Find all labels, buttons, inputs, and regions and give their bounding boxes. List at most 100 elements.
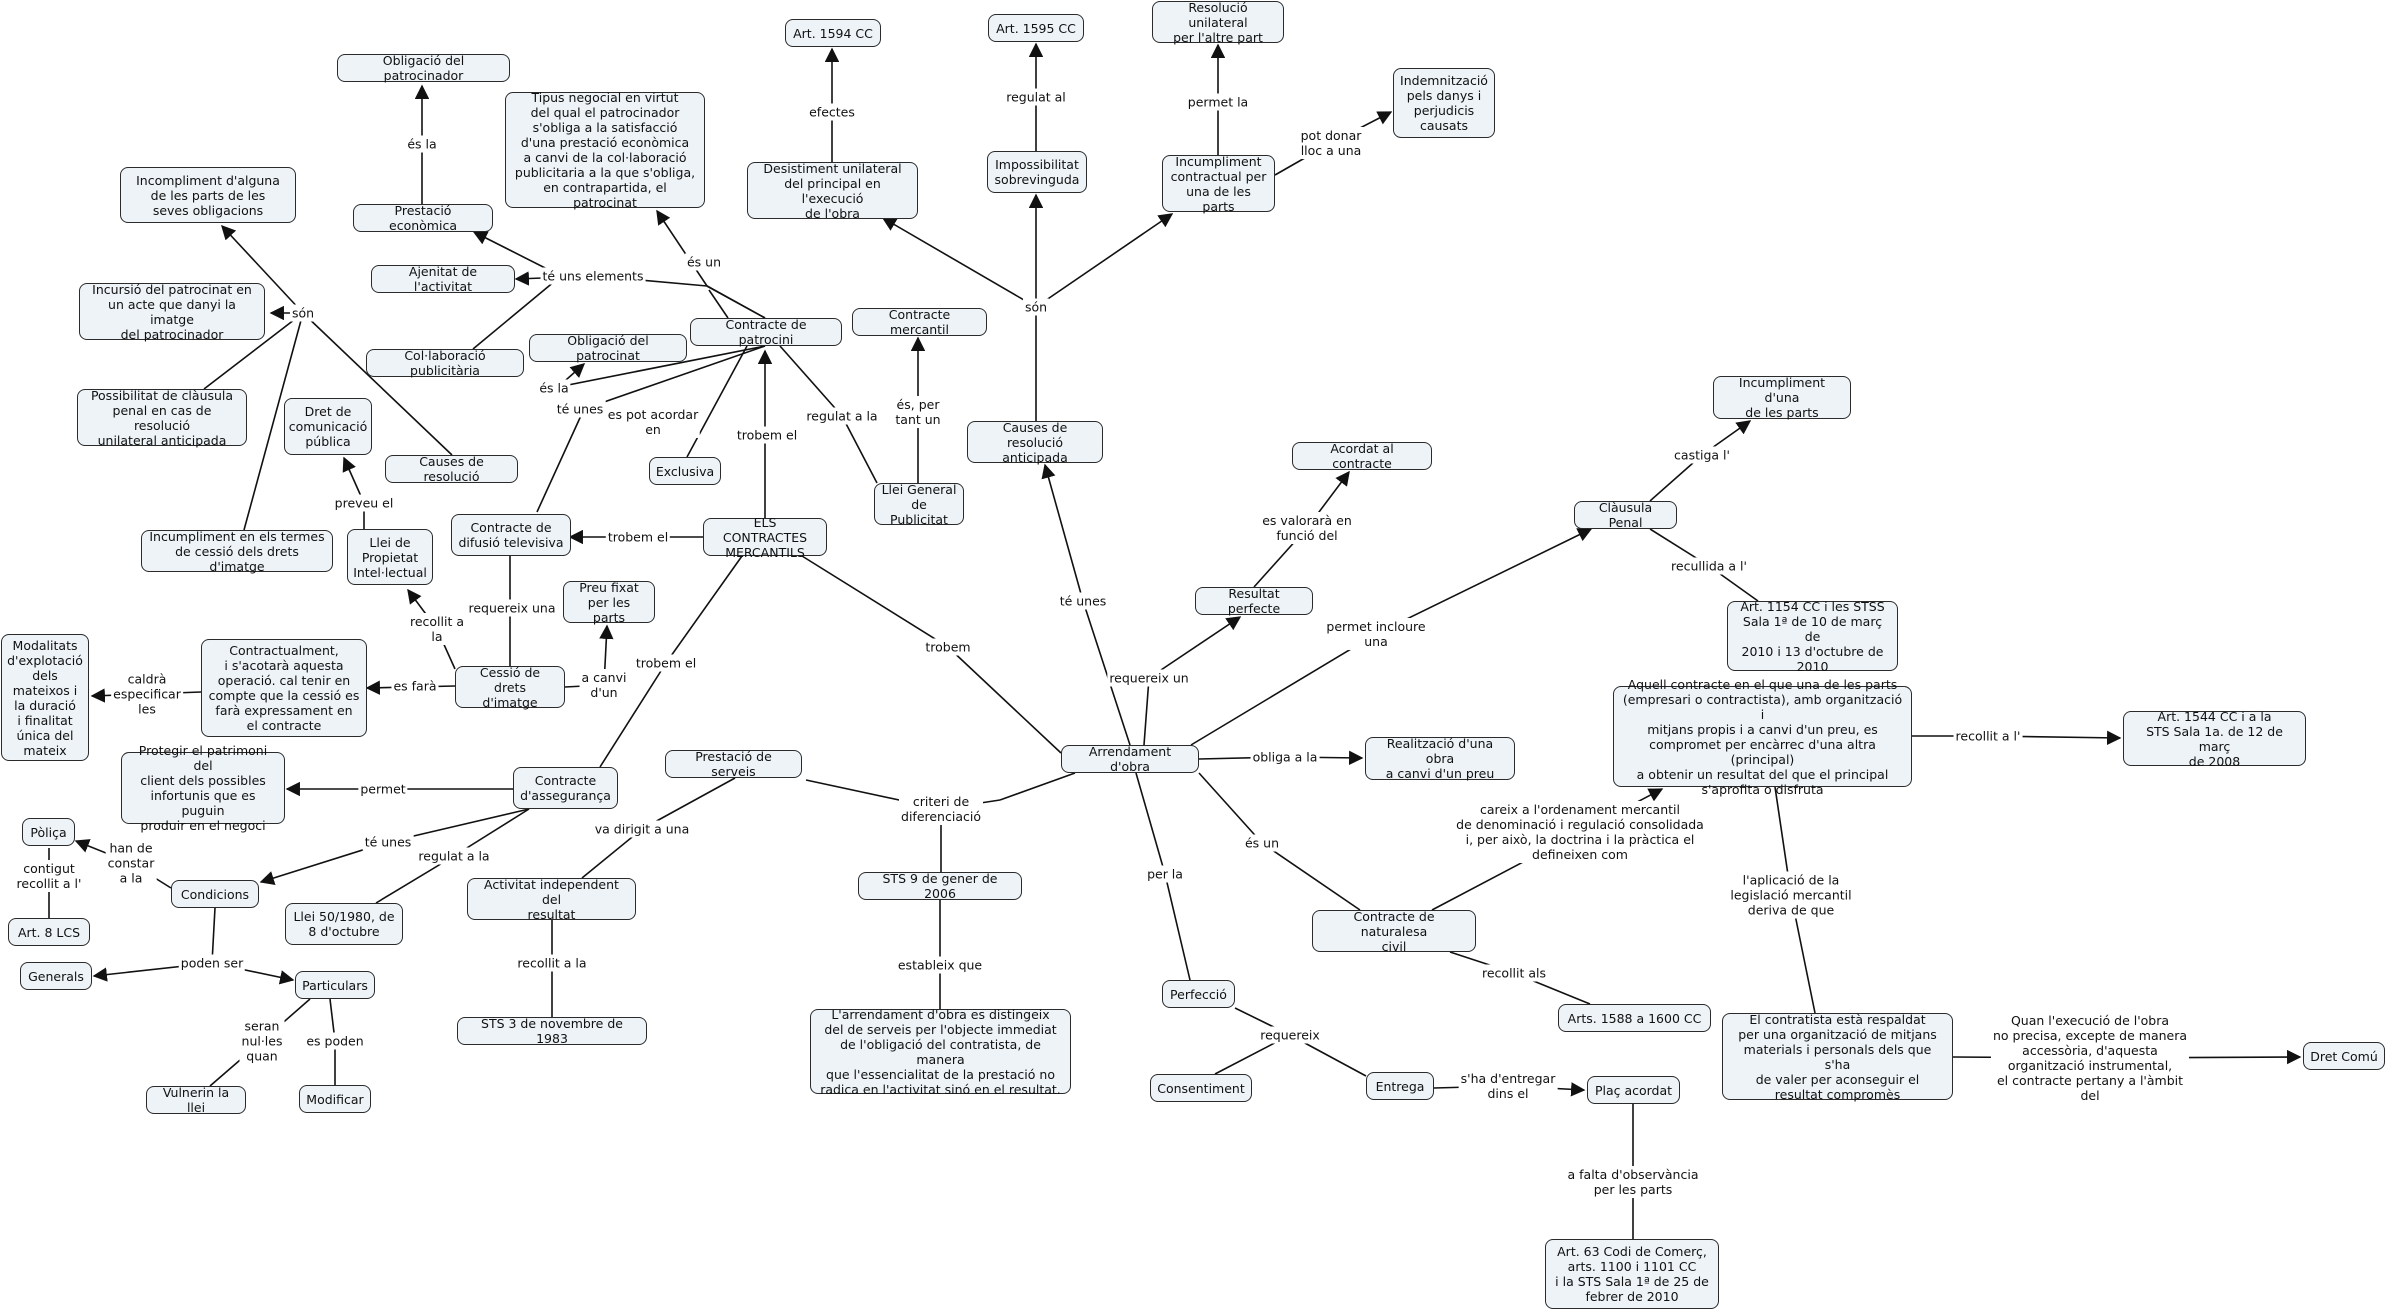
node-naturalesa[interactable]: Contracte de naturalesa civil	[1312, 909, 1476, 954]
node-colaboracio[interactable]: Col·laboració publicitària	[366, 348, 524, 378]
link-label: va dirigit a una	[592, 820, 692, 838]
link-label: té unes	[554, 400, 606, 418]
connector-line	[947, 646, 1062, 754]
link-label: caldrà especificar les	[111, 670, 183, 718]
link-label: trobem	[923, 638, 973, 656]
connector-line	[686, 345, 748, 458]
node-modificar[interactable]: Modificar	[299, 1085, 371, 1113]
node-arts1588[interactable]: Arts. 1588 a 1600 CC	[1558, 1004, 1711, 1032]
node-art1594[interactable]: Art. 1594 CC	[785, 19, 881, 47]
node-incompliment-contractual[interactable]: Incumpliment contractual per una de les …	[1162, 154, 1275, 214]
node-incompl-alguna[interactable]: Incompliment d'alguna de les parts de le…	[120, 167, 296, 223]
link-label: castiga l'	[1672, 446, 1732, 464]
node-desistiment[interactable]: Desistiment unilateral del principal en …	[747, 161, 918, 221]
node-realitzacio[interactable]: Realització d'una obra a canvi d'un preu	[1365, 736, 1515, 781]
link-label: Quan l'execució de l'obra no precisa, ex…	[1990, 1012, 2190, 1104]
node-contracte-mercantil[interactable]: Contracte mercantil	[852, 307, 987, 337]
link-label: recollit a la	[407, 613, 467, 645]
node-impossibilitat[interactable]: Impossibilitat sobrevinguda	[987, 151, 1087, 193]
node-larrendament[interactable]: L'arrendament d'obra es distingeix del d…	[810, 1007, 1071, 1097]
node-incompl-una[interactable]: Incumpliment d'una de les parts	[1713, 375, 1851, 420]
connector-line	[999, 772, 1076, 801]
node-difusio[interactable]: Contracte de difusió televisiva	[451, 514, 571, 556]
node-resultat[interactable]: Resultat perfecte	[1195, 586, 1313, 616]
node-arrendament[interactable]: Arrendament d'obra	[1061, 744, 1199, 774]
node-possibilitat-clausula[interactable]: Possibilitat de clàusula penal en cas de…	[77, 388, 247, 448]
node-llei50[interactable]: Llei 50/1980, de 8 d'octubre	[285, 903, 403, 945]
link-label: permet la	[1185, 93, 1251, 111]
connector-line	[1143, 677, 1150, 746]
link-label: és un	[684, 253, 724, 271]
node-art1595[interactable]: Art. 1595 CC	[988, 14, 1084, 42]
node-prestacio-econ[interactable]: Prestació econòmica	[353, 203, 493, 233]
node-polissa[interactable]: Pòliça	[22, 818, 75, 846]
node-indemnitzacio[interactable]: Indemnització pels danys i perjudicis ca…	[1393, 68, 1495, 138]
node-oblig-patrocinador[interactable]: Obligació del patrocinador	[337, 53, 510, 83]
node-generals[interactable]: Generals	[20, 962, 92, 990]
node-art1544[interactable]: Art. 1544 CC i a la STS Sala 1a. de 12 d…	[2123, 709, 2306, 769]
node-incursio[interactable]: Incursió del patrocinat en un acte que d…	[79, 282, 265, 342]
node-causes-anticipada[interactable]: Causes de resolució anticipada	[967, 420, 1103, 465]
link-label: trobem el	[605, 528, 671, 546]
link-label: recollit a l'	[1953, 727, 2023, 745]
link-label: es valorarà en funció del	[1260, 512, 1354, 544]
node-asseguranca[interactable]: Contracte d'assegurança	[513, 767, 618, 809]
connector-line	[801, 555, 949, 648]
link-label: regulat a la	[804, 407, 880, 425]
node-entrega[interactable]: Entrega	[1366, 1072, 1434, 1100]
node-perfeccio[interactable]: Perfecció	[1162, 980, 1235, 1008]
node-acordat[interactable]: Acordat al contracte	[1292, 441, 1432, 471]
node-patrocini[interactable]: Contracte de patrocini	[690, 317, 842, 347]
link-label: té uns elements	[540, 267, 646, 285]
node-incompl-termes[interactable]: Incumpliment en els termes de cessió del…	[141, 529, 333, 574]
link-label: recollit als	[1479, 964, 1549, 982]
connector-line	[779, 345, 843, 417]
connector-line	[1135, 772, 1166, 875]
connector-line	[706, 285, 766, 319]
node-contratista[interactable]: El contratista està respaldat per una or…	[1722, 1012, 1953, 1102]
node-art1154[interactable]: Art. 1154 CC i les STSS Sala 1ª de 10 de…	[1727, 599, 1898, 674]
node-cessio[interactable]: Cessió de drets d'imatge	[455, 665, 565, 710]
node-modalitats[interactable]: Modalitats d'explotació dels mateixos i …	[1, 634, 89, 761]
node-aquell[interactable]: Aquell contracte en el que una de les pa…	[1613, 677, 1912, 797]
node-prestacio-serveis[interactable]: Prestació de serveis	[665, 749, 802, 779]
connector-line	[211, 907, 216, 964]
node-consentiment[interactable]: Consentiment	[1150, 1074, 1252, 1102]
node-dret-comunicacio[interactable]: Dret de comunicació pública	[284, 398, 372, 455]
node-plac[interactable]: Plaç acordat	[1587, 1076, 1680, 1104]
node-sts1983[interactable]: STS 3 de novembre de 1983	[457, 1016, 647, 1046]
node-protegir[interactable]: Protegir el patrimoni del client dels po…	[121, 743, 285, 833]
node-clausula-penal[interactable]: Clàusula Penal	[1574, 500, 1677, 530]
node-exclusiva[interactable]: Exclusiva	[649, 457, 721, 485]
connector-line	[203, 312, 304, 390]
link-label: recollit a la	[515, 954, 589, 972]
node-oblig-patrocinat[interactable]: Obligació del patrocinat	[529, 333, 687, 363]
link-label: careix a l'ordenament mercantil de denom…	[1454, 801, 1706, 863]
link-label: és, per tant un	[893, 396, 943, 428]
node-art63[interactable]: Art. 63 Codi de Comerç, arts. 1100 i 110…	[1545, 1239, 1719, 1309]
node-preu-fixat[interactable]: Preu fixat per les parts	[563, 580, 655, 625]
node-activitat[interactable]: Activitat independent del resultat	[467, 877, 636, 922]
node-tipus[interactable]: Tipus negocial en virtut del qual el pat…	[505, 90, 705, 210]
link-label: obliga a la	[1250, 748, 1320, 766]
link-label: són	[289, 304, 317, 322]
node-resolucio-unilateral[interactable]: Resolució unilateral per l'altre part	[1152, 0, 1284, 45]
node-causes-resolucio[interactable]: Causes de resolució	[385, 454, 518, 484]
node-art8[interactable]: Art. 8 LCS	[8, 918, 90, 946]
node-vulnerin[interactable]: Vulnerin la llei	[146, 1085, 246, 1115]
node-llei-general[interactable]: Llei General de Publicitat	[874, 482, 964, 527]
node-particulars[interactable]: Particulars	[295, 971, 375, 999]
connector-line	[243, 312, 304, 531]
node-contractualment[interactable]: Contractualment, i s'acotarà aquesta ope…	[201, 639, 367, 737]
link-label: per la	[1145, 865, 1185, 883]
node-condicions[interactable]: Condicions	[171, 880, 259, 908]
node-sts2006[interactable]: STS 9 de gener de 2006	[858, 871, 1022, 901]
node-main[interactable]: ELS CONTRACTES MERCANTILS	[703, 515, 827, 560]
link-label: requereix una	[466, 599, 558, 617]
node-dret-comu[interactable]: Dret Comú	[2303, 1042, 2385, 1070]
link-label: l'aplicació de la legislació mercantil d…	[1728, 871, 1854, 919]
node-ajenitat[interactable]: Ajenitat de l'activitat	[371, 264, 515, 294]
node-llei-propietat[interactable]: Llei de Propietat Intel·lectual	[347, 529, 433, 585]
link-label: es pot acordar en	[605, 406, 701, 438]
connector-line	[599, 662, 667, 768]
